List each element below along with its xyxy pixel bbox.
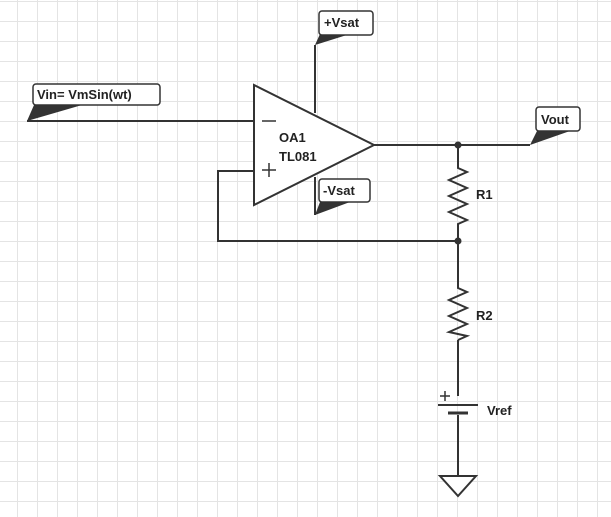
vref-battery: Vref <box>438 391 512 418</box>
flag-vin-pointer <box>27 105 82 121</box>
flag-vout: Vout <box>530 106 581 145</box>
resistor-r2: R2 <box>445 280 493 341</box>
flag-vneg-box <box>318 178 371 203</box>
flag-vout-box <box>535 106 581 132</box>
flag-vpos-pointer <box>315 34 350 45</box>
ground-icon <box>437 475 479 498</box>
flag-vpos: +Vsat <box>315 10 374 45</box>
junction-dot <box>454 237 462 245</box>
vref-label: Vref <box>487 403 512 418</box>
resistor-r1-label: R1 <box>476 187 493 202</box>
junction-dot <box>454 141 462 149</box>
resistor-r1-zigzag <box>446 160 470 228</box>
flag-vneg-pointer <box>315 202 350 215</box>
resistor-r1: R1 <box>446 160 493 228</box>
opamp-name: OA1 <box>279 130 306 145</box>
flag-vneg: -Vsat <box>315 178 371 215</box>
opamp-symbol: OA1 TL081 <box>253 83 377 207</box>
flag-vneg-text: -Vsat <box>323 183 355 198</box>
flag-vout-pointer <box>530 131 570 145</box>
opamp-triangle <box>253 83 377 207</box>
flag-vin-text: Vin= VmSin(wt) <box>37 87 132 102</box>
resistor-r2-label: R2 <box>476 308 493 323</box>
resistor-r2-zigzag <box>445 280 471 341</box>
wire-feedback <box>217 170 458 242</box>
flag-vpos-box <box>318 10 374 36</box>
flag-vout-text: Vout <box>541 112 570 127</box>
opamp-part: TL081 <box>279 149 317 164</box>
wires <box>27 45 530 476</box>
flag-vpos-text: +Vsat <box>324 15 360 30</box>
flag-vin: Vin= VmSin(wt) <box>27 83 161 121</box>
flag-vin-box <box>32 83 161 106</box>
